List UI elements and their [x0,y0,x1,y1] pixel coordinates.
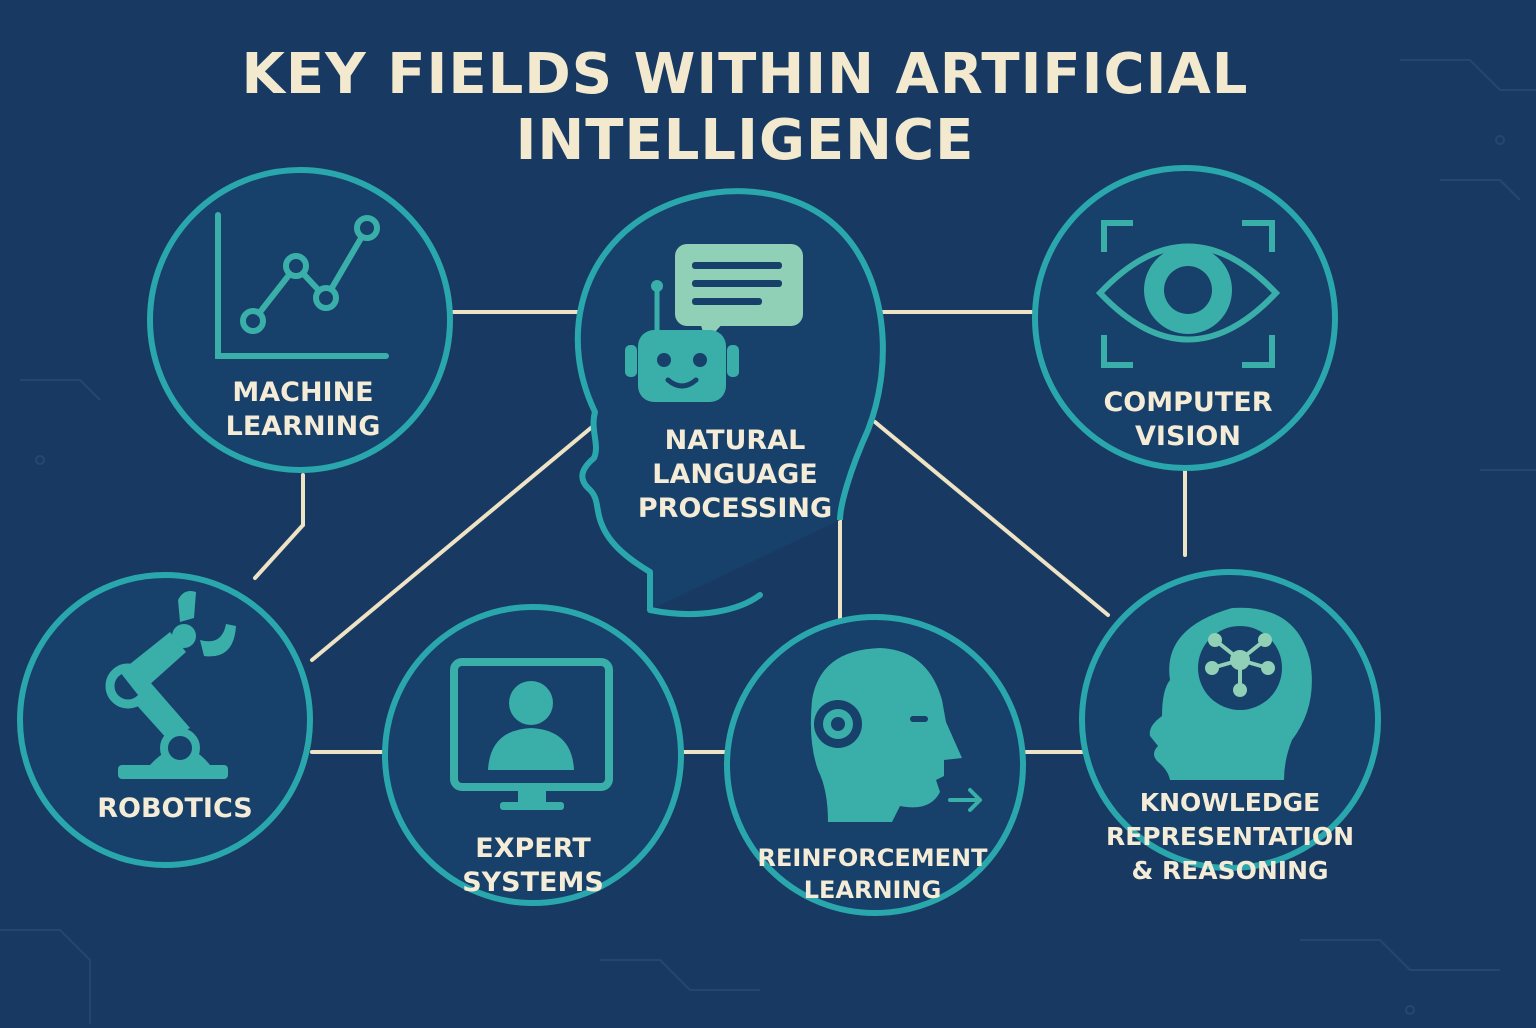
label-line: SYSTEMS [462,867,604,898]
page-title: KEY FIELDS WITHIN ARTIFICIAL INTELLIGENC… [0,42,1490,174]
label-line: LEARNING [803,876,942,904]
label-machine-learning: MACHINE LEARNING [180,376,426,444]
connector-lines [253,310,1187,754]
robot-arm-icon [105,591,236,779]
node-computer-vision[interactable] [1032,165,1338,471]
label-robotics: ROBOTICS [50,792,300,826]
head-jaw-line [647,592,763,618]
label-line: NATURAL [664,425,806,456]
node-ring [147,167,453,473]
label-natural-language-processing: NATURAL LANGUAGE PROCESSING [595,424,875,526]
label-line: VISION [1135,421,1241,452]
label-computer-vision: COMPUTER VISION [1060,386,1316,454]
connector-nlp-krr [873,420,1110,617]
eye-icon [1095,220,1281,368]
title-line-2: INTELLIGENCE [515,108,975,173]
node-knowledge-representation[interactable] [1079,569,1381,871]
brain-network-icon [1149,607,1312,780]
label-line: COMPUTER [1103,387,1273,418]
robot-head-icon [810,648,982,822]
label-line: PROCESSING [637,493,833,524]
label-line: REINFORCEMENT [757,844,988,872]
label-line: & REASONING [1131,856,1329,885]
node-robotics[interactable] [17,572,313,868]
label-line: ROBOTICS [97,793,253,824]
connector-nlp-robotics [310,420,600,662]
node-expert-systems[interactable] [382,604,684,906]
title-line-1: KEY FIELDS WITHIN ARTIFICIAL [241,42,1249,107]
chatbot-head-icon [625,244,803,402]
head-outline [574,188,886,610]
label-line: KNOWLEDGE [1139,788,1321,817]
label-line: LANGUAGE [652,459,818,490]
label-line: EXPERT [475,833,591,864]
line-chart-icon [215,212,389,359]
label-line: LEARNING [225,411,381,442]
node-reinforcement-learning[interactable] [724,614,1026,916]
label-reinforcement-learning: REINFORCEMENT LEARNING [745,842,1000,906]
circuit-background [0,59,1536,1024]
monitor-user-icon [450,658,613,810]
label-knowledge-representation: KNOWLEDGE REPRESENTATION & REASONING [1085,786,1375,888]
connector-ml-robotics-diag [253,523,305,580]
label-line: REPRESENTATION [1105,822,1355,851]
node-natural-language-processing[interactable] [574,188,886,618]
node-machine-learning[interactable] [147,167,453,473]
label-expert-systems: EXPERT SYSTEMS [415,832,651,900]
label-line: MACHINE [232,377,374,408]
